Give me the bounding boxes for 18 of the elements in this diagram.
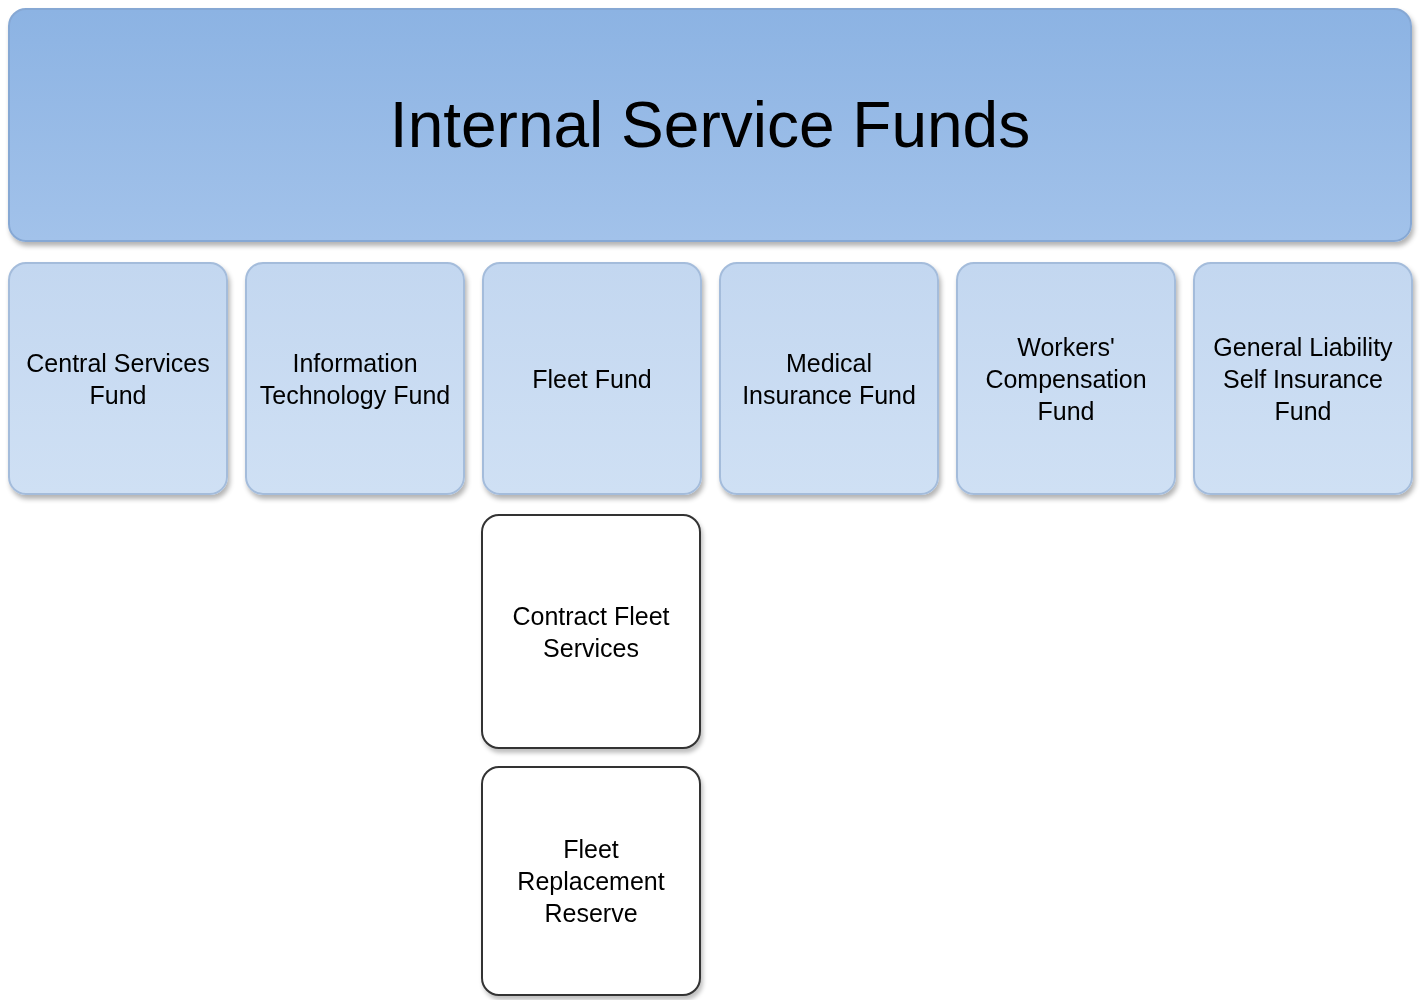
- fund-box: [719, 262, 939, 495]
- fund-label: Medical Insurance Fund: [741, 347, 917, 411]
- fund-label: Central Services Fund: [25, 347, 211, 411]
- sub-fund-box: [481, 514, 701, 749]
- fund-box: [245, 262, 465, 495]
- fund-label: Information Technology Fund: [258, 347, 452, 411]
- fund-label: Contract Fleet Services: [511, 600, 671, 664]
- fund-label: General Liability Self Insurance Fund: [1212, 331, 1394, 427]
- fund-label: Workers' Compensation Fund: [984, 331, 1148, 427]
- fund-box: [1193, 262, 1413, 495]
- title-text: Internal Service Funds: [389, 88, 1031, 162]
- fund-box: [956, 262, 1176, 495]
- fund-label: Fleet Replacement Reserve: [516, 834, 666, 929]
- fund-box: [482, 262, 702, 495]
- fund-box: [8, 262, 228, 495]
- sub-fund-box: [481, 766, 701, 996]
- fund-label: Fleet Fund: [531, 363, 653, 395]
- header-band: [8, 8, 1412, 242]
